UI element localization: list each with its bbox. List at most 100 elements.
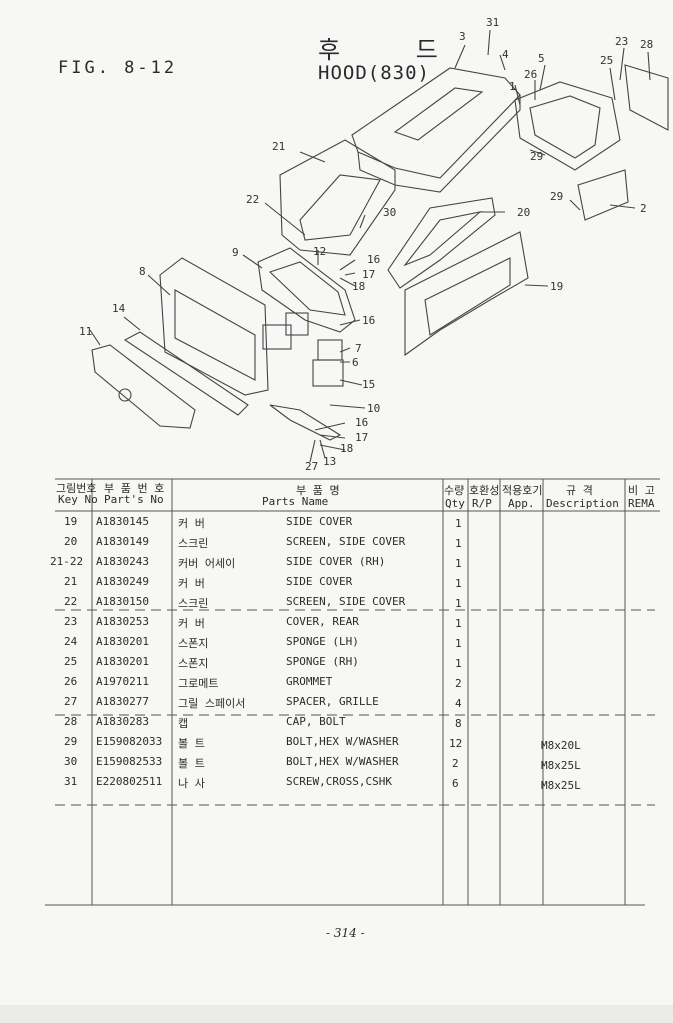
callout-7: 7 [355,342,362,355]
callout-21: 21 [272,140,285,153]
header-rp: R/P [472,497,492,510]
row-key: 27 [64,695,78,708]
callout-29a: 29 [530,150,543,163]
callout-19: 19 [550,280,563,293]
row-part-no: A1830283 [96,715,149,728]
side-cover-right-part [404,231,529,357]
callout-17b: 17 [355,431,368,444]
row-qty: 6 [452,777,459,790]
row-kor-name: 스크린 [178,597,209,610]
row-key: 26 [64,675,78,688]
row-qty: 1 [455,597,462,610]
row-key: 24 [64,635,78,648]
plate-part [577,169,629,221]
header-key-no: Key No [58,493,98,506]
figure-title-english: HOOD(830) [318,62,430,84]
row-qty: 1 [455,517,462,530]
row-key: 21-22 [50,555,84,568]
scan-edge [0,1005,673,1023]
gasket-part [123,331,249,416]
row-kor-name: 볼 트 [178,757,205,770]
header-qty: Qty [445,497,465,510]
callout-1: 1 [509,80,516,93]
row-part-no: A1830150 [96,595,149,608]
row-parts-name: SIDE COVER [286,575,353,588]
row-qty: 1 [455,537,462,550]
row-qty: 1 [455,557,462,570]
row-key: 22 [64,595,78,608]
row-kor-name: 그로메트 [178,677,219,690]
parts-table: 그림번호 Key No 부 품 번 호 Part's No 부 품 명 Part… [0,475,673,915]
callout-5: 5 [538,52,545,65]
row-parts-name: GROMMET [286,675,333,688]
row-qty: 2 [452,757,459,770]
row-description: M8x25L [541,759,581,772]
callout-31: 31 [486,16,499,29]
row-parts-name: BOLT,HEX W/WASHER [286,735,399,748]
header-parts-name: Parts Name [262,495,329,508]
row-part-no: A1830243 [96,555,149,568]
callout-23: 23 [615,35,628,48]
figure-title-korean: 후 드 [318,36,472,64]
row-parts-name: SIDE COVER (RH) [286,555,386,568]
row-part-no: A1830149 [96,535,149,548]
callout-15: 15 [362,378,375,391]
row-qty: 1 [455,657,462,670]
row-parts-name: COVER, REAR [286,615,359,628]
row-parts-name: SIDE COVER [286,515,353,528]
callout-12: 12 [313,245,326,258]
row-kor-name: 커 버 [178,617,205,630]
row-kor-name: 볼 트 [178,737,205,750]
callout-11: 11 [79,325,92,338]
header-rp-kor: 호환성 [469,484,500,497]
callout-28: 28 [640,38,653,51]
row-part-no: E159082033 [96,735,163,748]
grille-part [257,247,356,333]
callout-29b: 29 [550,190,563,203]
sponge-part [624,64,669,131]
row-key: 29 [64,735,78,748]
row-parts-name: SPACER, GRILLE [286,695,379,708]
row-kor-name: 스폰지 [178,657,209,670]
callout-13: 13 [323,455,336,468]
callout-8: 8 [139,265,146,278]
row-key: 21 [64,575,78,588]
row-kor-name: 스폰지 [178,637,209,650]
callout-27: 27 [305,460,318,473]
callout-22: 22 [246,193,259,206]
header-remark-kor: 비 고 [628,484,655,497]
row-kor-name: 스크린 [178,537,209,550]
callout-16a: 16 [367,253,380,266]
row-kor-name: 커 버 [178,517,205,530]
figure-label: FIG. 8-12 [58,58,178,78]
header-qty-kor: 수량 [444,484,465,497]
row-key: 31 [64,775,78,788]
rear-cover-part [514,81,621,171]
front-frame-part [159,257,269,396]
row-kor-name: 그릴 스페이서 [178,697,246,710]
row-key: 30 [64,755,78,768]
row-part-no: E220802511 [96,775,163,788]
row-parts-name: BOLT,HEX W/WASHER [286,755,399,768]
row-parts-name: SCREEN, SIDE COVER [286,535,406,548]
row-parts-name: SCREW,CROSS,CSHK [286,775,392,788]
callout-16b: 16 [362,314,375,327]
row-kor-name: 커 버 [178,577,205,590]
header-parts-name-kor: 부 품 명 [296,484,340,497]
row-parts-name: SCREEN, SIDE COVER [286,595,406,608]
row-parts-name: CAP, BOLT [286,715,346,728]
row-qty: 1 [455,637,462,650]
callout-25: 25 [600,54,613,67]
callout-9: 9 [232,246,239,259]
row-parts-name: SPONGE (RH) [286,655,359,668]
header-desc-kor: 규 격 [566,484,593,497]
row-qty: 1 [455,577,462,590]
row-key: 25 [64,655,78,668]
page-number: - 314 - [326,926,365,940]
callout-2: 2 [640,202,647,215]
bumper-part [91,344,196,429]
row-qty: 4 [455,697,462,710]
row-part-no: A1830277 [96,695,149,708]
callout-26: 26 [524,68,537,81]
bracket-part [269,404,342,441]
